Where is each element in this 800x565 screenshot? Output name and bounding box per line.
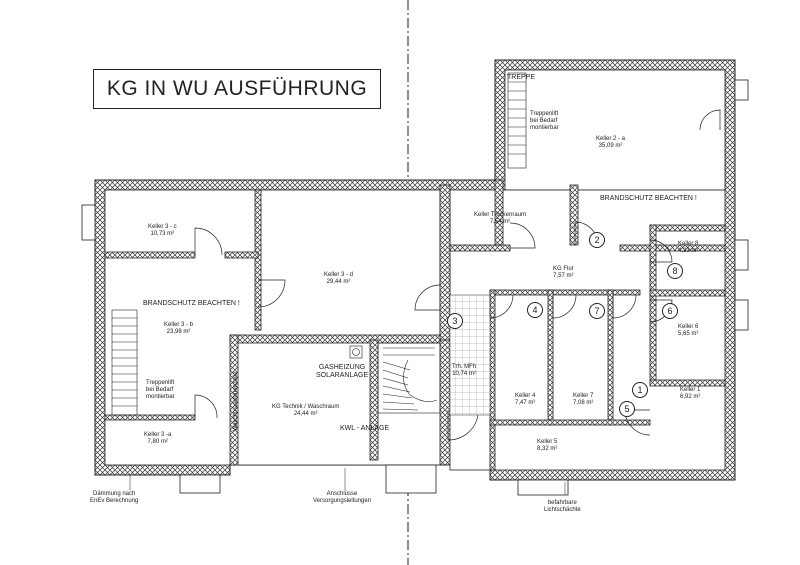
staircase-top bbox=[507, 72, 527, 169]
room-name: Keller 3 - b bbox=[164, 322, 194, 328]
room-area: 29,44 m² bbox=[326, 279, 351, 285]
marker-2: 2 bbox=[589, 232, 605, 248]
note-line: EnEv Berechnung bbox=[90, 498, 139, 504]
room-area: 23,98 m² bbox=[166, 329, 191, 335]
note-gasheizung: GASHEIZUNG SOLARANLAGE bbox=[316, 364, 368, 380]
room-area: 7,54 m² bbox=[489, 219, 511, 225]
room-name: Keller 3 - d bbox=[324, 272, 354, 278]
room-name: Keller Trockenraum bbox=[474, 212, 527, 218]
note-line: Anschlüsse bbox=[326, 491, 358, 497]
annotation-leaders bbox=[129, 468, 566, 495]
room-area: 7,80 m² bbox=[147, 439, 168, 445]
room-area: 5,65 m² bbox=[678, 331, 699, 337]
marker-4: 4 bbox=[527, 302, 543, 318]
room-name: Keller 7 bbox=[573, 393, 594, 399]
note-line: GASHEIZUNG bbox=[318, 364, 366, 371]
note-line: SOLARANLAGE bbox=[316, 372, 369, 379]
room-keller-4: Keller 4 7,47 m² bbox=[515, 393, 535, 407]
room-area: 35,09 m² bbox=[598, 143, 623, 149]
room-keller-1: Keller 1 6,92 m² bbox=[680, 387, 700, 401]
room-keller-6: Keller 6 5,65 m² bbox=[678, 324, 698, 338]
room-name: Trh. MFh bbox=[452, 364, 477, 370]
note-lichtschaechte: befahrbare Lichtschächte bbox=[544, 500, 581, 514]
room-keller-2a: Keller 2 - a 35,09 m² bbox=[596, 136, 625, 150]
marker-6: 6 bbox=[662, 303, 678, 319]
room-kg-flur: KG Flur 7,57 m² bbox=[553, 266, 574, 280]
light-wells bbox=[81, 79, 749, 496]
room-name: KG Technik / Waschraum bbox=[272, 404, 340, 410]
room-name: Keller 8 bbox=[678, 241, 699, 247]
room-name: Keller 1 bbox=[680, 387, 701, 393]
page-title: KG IN WU AUSFÜHRUNG bbox=[93, 69, 381, 109]
note-anschluesse: Anschlüsse Versorgungsleitungen bbox=[313, 491, 371, 505]
gas-heater-dial bbox=[352, 348, 360, 356]
marker-1: 1 bbox=[632, 382, 648, 398]
room-keller-8: Keller 8 4,33 m² bbox=[678, 241, 698, 255]
inner-walls bbox=[104, 179, 726, 471]
room-name: Keller 6 bbox=[678, 324, 699, 330]
room-area: 4,33 m² bbox=[678, 248, 699, 254]
room-name: Keller 4 bbox=[515, 393, 536, 399]
room-name: KG Flur bbox=[553, 266, 574, 272]
note-line: montierbar bbox=[530, 125, 559, 131]
room-area: 7,08 m² bbox=[573, 400, 594, 406]
room-keller-3d: Keller 3 - d 29,44 m² bbox=[324, 272, 353, 286]
note-waschmaschinen: Waschmaschinenzeile bbox=[233, 371, 240, 432]
note-line: Versorgungsleitungen bbox=[313, 498, 372, 504]
note-brandschutz-left: BRANDSCHUTZ BEACHTEN ! bbox=[143, 300, 240, 307]
room-area: 24,44 m² bbox=[293, 411, 318, 417]
staircase-left bbox=[111, 309, 138, 416]
note-line: befahrbare bbox=[547, 500, 577, 506]
note-line: Dämmung nach bbox=[93, 491, 136, 497]
note-treppenlift-top: Treppenlift bei Bedarf montierbar bbox=[530, 111, 559, 132]
note-kwl: KWL - ANLAGE bbox=[340, 425, 390, 432]
room-keller-3a: Keller 3 -a 7,80 m² bbox=[144, 432, 171, 446]
room-name: Keller 3 -a bbox=[144, 432, 172, 438]
room-area: 7,47 m² bbox=[515, 400, 536, 406]
room-area: 10,73 m² bbox=[150, 231, 175, 237]
room-area: 7,57 m² bbox=[553, 273, 574, 279]
note-line: bei Bedarf bbox=[530, 118, 558, 124]
room-trh: Trh. MFh 10,74 m² bbox=[452, 364, 476, 378]
note-brandschutz-right: BRANDSCHUTZ BEACHTEN ! bbox=[600, 195, 697, 202]
room-technik: KG Technik / Waschraum 24,44 m² bbox=[272, 404, 339, 418]
room-keller-7: Keller 7 7,08 m² bbox=[573, 393, 593, 407]
room-keller-3b: Keller 3 - b 23,98 m² bbox=[164, 322, 193, 336]
note-line: Treppenlift bbox=[146, 380, 175, 386]
note-line: bei Bedarf bbox=[146, 387, 174, 393]
note-daemmung: Dämmung nach EnEv Berechnung bbox=[90, 491, 138, 505]
room-name: Keller 3 - c bbox=[148, 224, 177, 230]
room-area: 10,74 m² bbox=[452, 371, 476, 377]
marker-7: 7 bbox=[589, 303, 605, 319]
room-keller-5: Keller 5 8,32 m² bbox=[537, 439, 557, 453]
gas-heater bbox=[349, 345, 363, 359]
note-line: Lichtschächte bbox=[544, 507, 581, 513]
note-line: Treppenlift bbox=[530, 111, 559, 117]
marker-3: 3 bbox=[447, 313, 463, 329]
room-name: Keller 2 - a bbox=[596, 136, 626, 142]
marker-8: 8 bbox=[667, 263, 683, 279]
marker-5: 5 bbox=[619, 401, 635, 417]
room-trockenraum: Keller Trockenraum 7,54 m² bbox=[474, 212, 526, 226]
note-treppenlift-left: Treppenlift bei Bedarf montierbar bbox=[146, 380, 175, 401]
room-keller-3c: Keller 3 - c 10,73 m² bbox=[148, 224, 177, 238]
note-line: montierbar bbox=[146, 394, 175, 400]
note-treppe: TREPPE bbox=[507, 74, 536, 81]
staircase-spiral bbox=[377, 342, 441, 414]
room-area: 8,32 m² bbox=[537, 446, 558, 452]
room-area: 6,92 m² bbox=[680, 394, 701, 400]
room-name: Keller 5 bbox=[537, 439, 558, 445]
